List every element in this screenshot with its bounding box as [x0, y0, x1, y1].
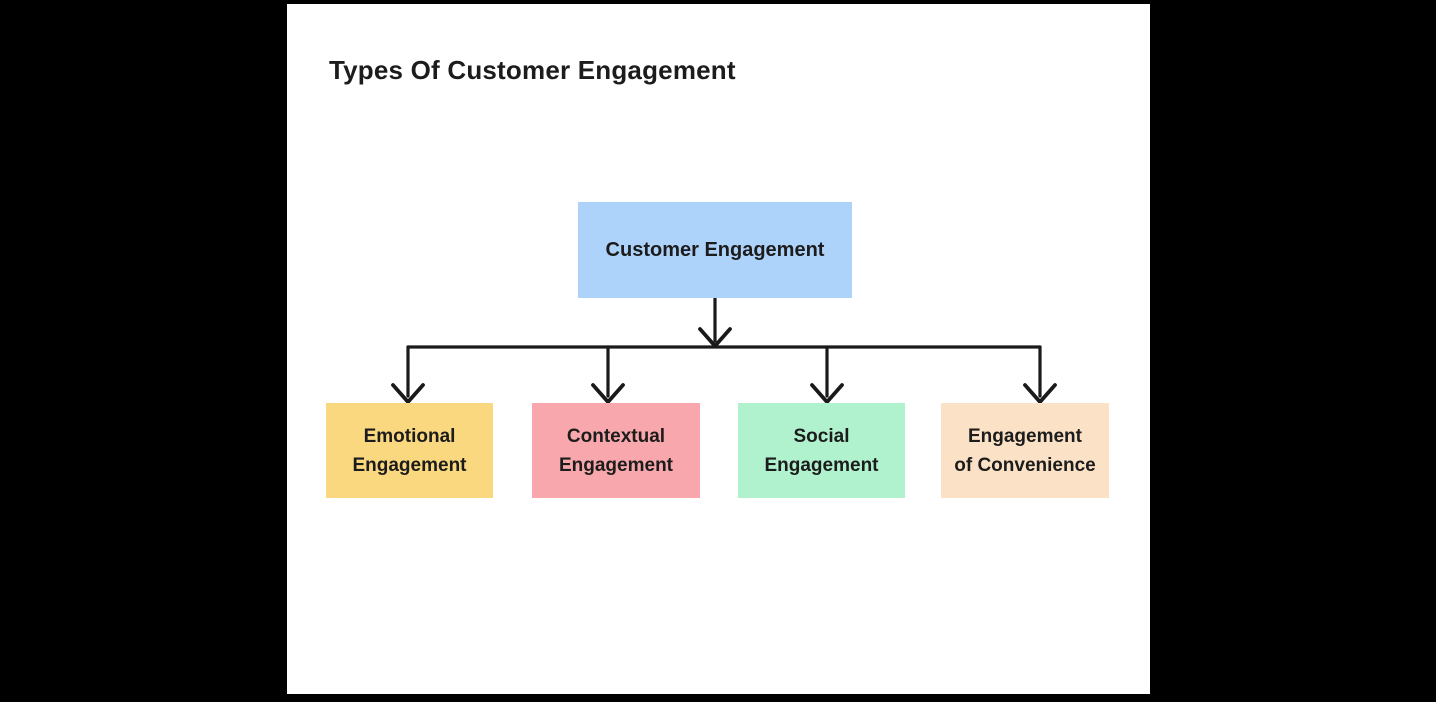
node-social-engagement-label: Social Engagement	[764, 425, 879, 476]
node-social-engagement: Social Engagement	[738, 403, 905, 498]
arrow-branch-3-head	[810, 383, 844, 404]
node-engagement-of-convenience-label: Engagement of Convenience	[954, 425, 1096, 476]
node-contextual-engagement-label: Contextual Engagement	[558, 425, 674, 476]
diagram-title: Types Of Customer Engagement	[329, 55, 736, 85]
node-customer-engagement: Customer Engagement	[578, 202, 852, 298]
node-emotional-engagement-label: Emotional Engagement	[352, 425, 467, 476]
connector-lines	[391, 296, 1057, 404]
arrow-branch-1-head	[391, 383, 425, 404]
arrow-branch-2-head	[591, 383, 625, 404]
node-emotional-engagement: Emotional Engagement	[326, 403, 493, 498]
node-customer-engagement-label: Customer Engagement	[605, 238, 825, 261]
diagram-canvas: Types Of Customer Engagement	[287, 4, 1150, 694]
arrow-branch-4-head	[1023, 383, 1057, 404]
connector-group	[391, 296, 1057, 404]
node-engagement-of-convenience: Engagement of Convenience	[941, 403, 1109, 498]
node-contextual-engagement: Contextual Engagement	[532, 403, 700, 498]
